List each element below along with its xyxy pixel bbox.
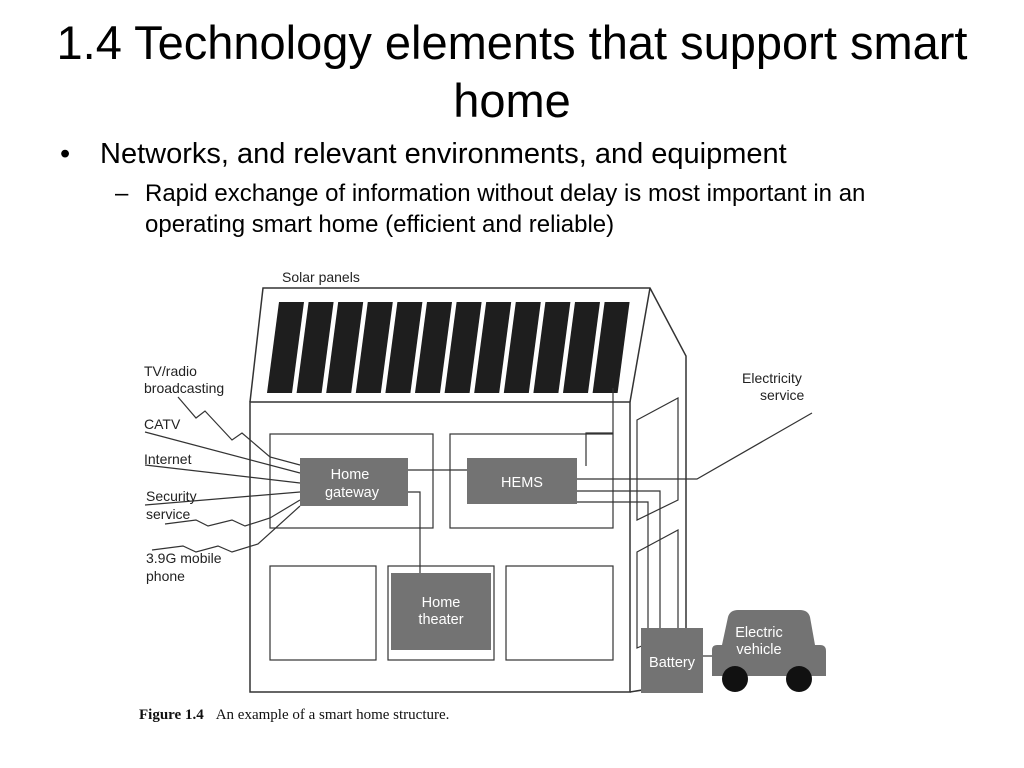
solar-panel-strip <box>474 302 512 393</box>
home-theater-label-1: Home <box>422 595 461 611</box>
solar-panel-strip <box>296 302 334 393</box>
room-lower-middle <box>387 565 495 661</box>
side-window-upper <box>636 396 679 521</box>
solar-panels-label: Solar panels <box>282 269 360 285</box>
solar-panels <box>267 302 630 393</box>
solar-panel-strip <box>267 302 304 393</box>
room-upper-left <box>269 433 434 529</box>
caption-text: An example of a smart home structure. <box>216 707 450 723</box>
home-theater-box: Home theater <box>391 573 491 650</box>
tv-radio-label-1: TV/radio <box>144 363 197 379</box>
ev-wheel-rear <box>786 666 812 692</box>
security-label-1: Security <box>146 488 197 504</box>
ev-wheel-front <box>722 666 748 692</box>
caption-number: Figure 1.4 <box>139 707 204 723</box>
solar-panel-strip <box>385 302 423 393</box>
hems-box: HEMS <box>467 458 577 504</box>
electricity-label-1: Electricity <box>742 370 802 386</box>
solar-panel-strip <box>444 302 482 393</box>
security-label-2: service <box>146 506 191 522</box>
tv-radio-label-2: broadcasting <box>144 380 224 396</box>
solar-panel-strip <box>355 302 393 393</box>
electricity-label-2: service <box>760 387 805 403</box>
electric-vehicle: Electric vehicle <box>712 610 826 692</box>
mobile-label-1: 3.9G mobile <box>146 550 222 566</box>
ev-label-1: Electric <box>735 625 783 641</box>
internet-label: Internet <box>144 451 192 467</box>
room-lower-right <box>505 565 614 661</box>
battery-label: Battery <box>649 655 696 671</box>
slide-title: 1.4 Technology elements that support sma… <box>56 16 968 127</box>
catv-label: CATV <box>144 416 181 432</box>
bullet-text: Rapid exchange of information without de… <box>145 180 866 238</box>
figure-caption: Figure 1.4 An example of a smart home st… <box>139 706 449 723</box>
solar-panel-strip <box>415 302 452 393</box>
ev-label-2: vehicle <box>736 642 781 658</box>
solar-panel-strip <box>592 302 630 393</box>
solar-panel-strip <box>533 302 571 393</box>
dash-marker: – <box>115 180 129 207</box>
wiring <box>408 388 813 657</box>
room-lower-left <box>269 565 377 661</box>
room-upper-right <box>449 433 614 529</box>
signal-lines <box>144 396 301 553</box>
solar-panel-strip <box>503 302 541 393</box>
home-gateway-box: Home gateway <box>300 458 408 506</box>
hems-label: HEMS <box>501 475 543 491</box>
bullet-text: Networks, and relevant environments, and… <box>100 138 787 170</box>
battery-box: Battery <box>641 628 703 693</box>
solar-panel-strip <box>326 302 364 393</box>
mobile-label-2: phone <box>146 568 185 584</box>
home-gateway-label-1: Home <box>331 467 370 483</box>
bullet-marker: • <box>60 138 71 170</box>
roof-eave <box>629 287 651 403</box>
solar-panel-strip <box>563 302 600 393</box>
home-gateway-label-2: gateway <box>325 485 380 501</box>
home-theater-label-2: theater <box>418 612 463 628</box>
